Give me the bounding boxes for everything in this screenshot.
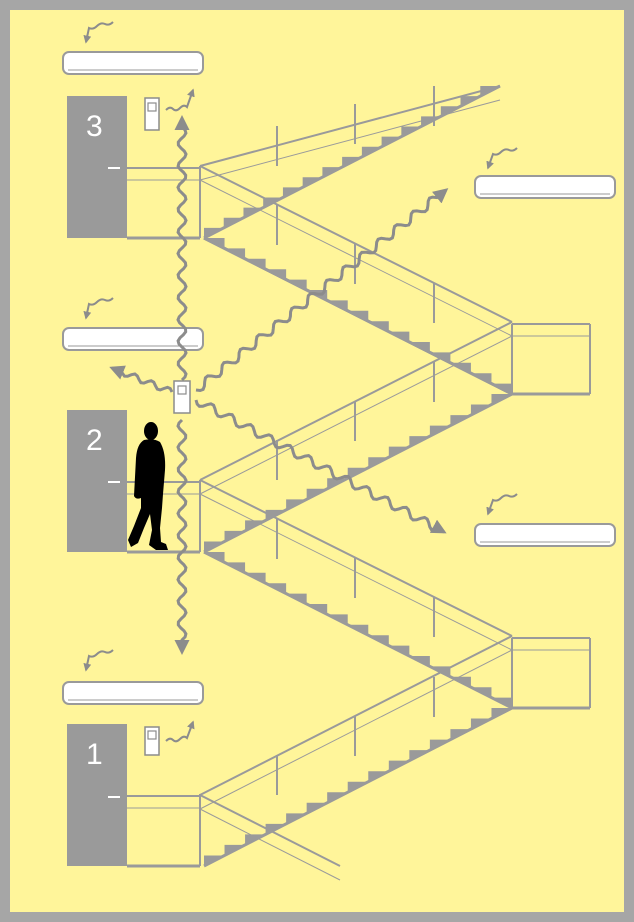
sensor-floor-1 bbox=[144, 720, 195, 756]
stair-step bbox=[322, 167, 343, 178]
stair-step bbox=[245, 520, 266, 531]
stair-step bbox=[409, 436, 430, 447]
stair-step bbox=[204, 855, 225, 866]
stair-step bbox=[306, 802, 328, 814]
handrail bbox=[199, 85, 501, 167]
stair-step bbox=[401, 126, 422, 137]
stair-step bbox=[480, 86, 500, 97]
floor-2-number: 2 bbox=[86, 424, 103, 457]
stair-step bbox=[342, 156, 362, 168]
wave-down bbox=[174, 418, 190, 655]
wave-left bbox=[109, 365, 174, 393]
person-silhouette bbox=[128, 422, 168, 550]
stair-step bbox=[286, 593, 307, 604]
wave-up bbox=[174, 115, 190, 382]
stair-step bbox=[286, 499, 307, 510]
stair-step bbox=[460, 96, 481, 107]
stair-step bbox=[470, 718, 492, 730]
stair-step bbox=[306, 604, 328, 615]
stair-step bbox=[265, 509, 287, 521]
handrail bbox=[199, 794, 341, 867]
ceiling-unit-5 bbox=[474, 523, 616, 547]
sensor-floor-3 bbox=[144, 88, 195, 131]
stair-step bbox=[429, 425, 451, 437]
ceiling-unit-4 bbox=[474, 175, 616, 199]
stair-step bbox=[204, 541, 225, 552]
stair-step bbox=[470, 687, 492, 698]
stair-step bbox=[223, 217, 244, 228]
floor-3-number: 3 bbox=[86, 110, 103, 143]
stair-step bbox=[409, 750, 430, 761]
stair-step bbox=[388, 446, 410, 458]
floor-3-block: 3 bbox=[67, 96, 127, 238]
ceiling-unit-1 bbox=[62, 51, 204, 75]
stair-step bbox=[368, 635, 389, 646]
stair-step bbox=[224, 844, 246, 856]
ceiling-unit-2 bbox=[62, 327, 204, 351]
stair-step bbox=[327, 792, 348, 803]
floor-1-block: 1 bbox=[67, 724, 127, 866]
stair-step bbox=[224, 530, 246, 542]
floor-2-block: 2 bbox=[67, 410, 127, 552]
stair-step bbox=[450, 729, 471, 740]
stair-step bbox=[265, 583, 287, 594]
stair-step bbox=[429, 739, 451, 751]
stair-step bbox=[302, 177, 323, 188]
stair-step bbox=[409, 656, 430, 667]
stair-step bbox=[368, 771, 389, 782]
stair-step bbox=[245, 572, 266, 584]
stair-step bbox=[204, 227, 224, 238]
stair-step bbox=[450, 415, 471, 426]
ceiling-unit-3 bbox=[62, 681, 204, 705]
stair-step bbox=[204, 552, 225, 563]
handrail bbox=[199, 808, 341, 881]
stair-step bbox=[491, 697, 512, 708]
stair-step bbox=[388, 760, 410, 772]
wave-upper-right bbox=[195, 188, 449, 393]
stair-step bbox=[245, 834, 266, 845]
stair-step bbox=[282, 187, 303, 198]
stair-step bbox=[381, 136, 402, 147]
stair-step bbox=[388, 645, 410, 656]
handrail bbox=[199, 99, 501, 181]
stair-step bbox=[347, 781, 369, 793]
stair-step bbox=[327, 478, 348, 489]
stair-step bbox=[470, 404, 492, 416]
stair-step bbox=[347, 624, 369, 636]
stair-step bbox=[491, 708, 512, 719]
flight-stringer bbox=[203, 236, 513, 396]
stair-step bbox=[286, 813, 307, 824]
handrail bbox=[199, 635, 513, 796]
stair-step bbox=[327, 614, 348, 625]
wave-lower-right bbox=[194, 399, 447, 534]
stair-step bbox=[224, 562, 246, 573]
stair-step bbox=[421, 116, 441, 127]
stair-step bbox=[368, 457, 389, 468]
stair-step bbox=[243, 207, 264, 218]
stair-step bbox=[440, 106, 461, 117]
stair-step bbox=[491, 394, 512, 405]
floor-1-number: 1 bbox=[86, 738, 103, 771]
stair-step bbox=[450, 676, 471, 688]
staircase bbox=[127, 84, 591, 881]
stair-step bbox=[347, 467, 369, 479]
radio-signal-waves bbox=[109, 115, 449, 655]
unit-signal-squiggles bbox=[83, 21, 518, 672]
stair-step bbox=[306, 488, 328, 500]
stair-step bbox=[361, 146, 382, 157]
sensor-floor-2 bbox=[173, 380, 191, 414]
